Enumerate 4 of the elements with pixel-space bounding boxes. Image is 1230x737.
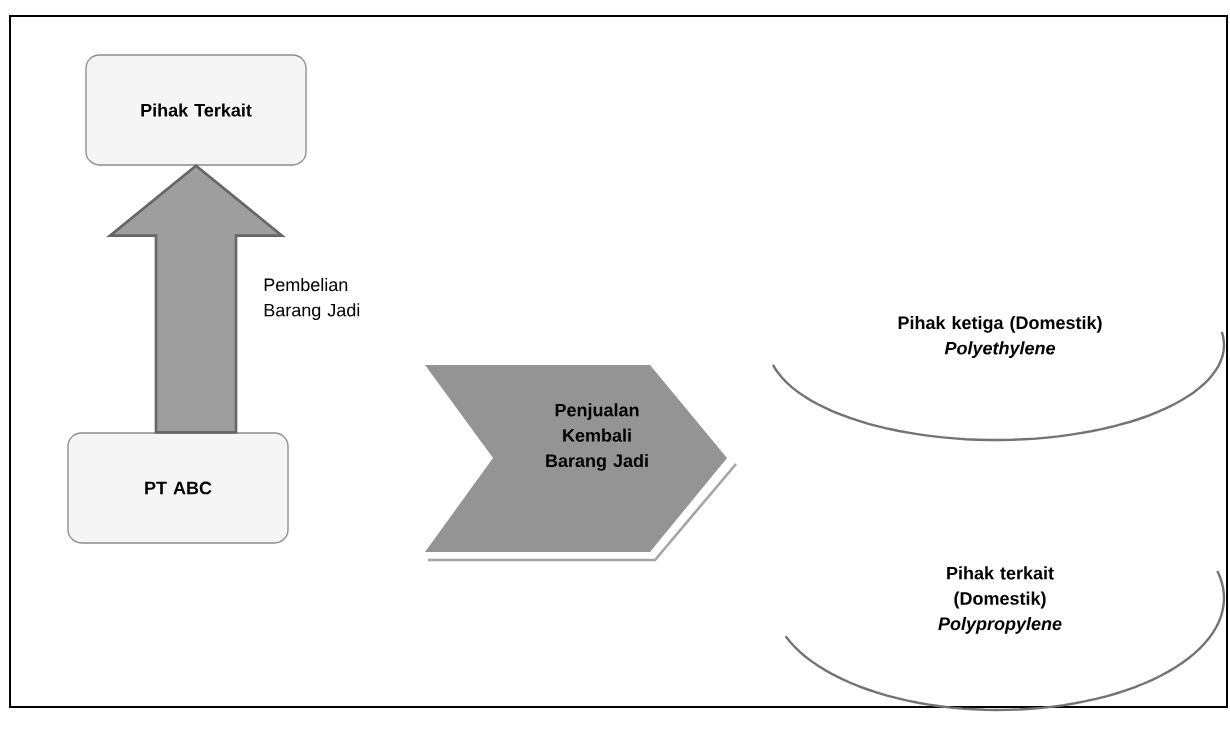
rounded-box: Pihak Terkait	[85, 54, 307, 166]
rounded-box: PT ABC	[67, 432, 289, 544]
edge-label: Pembelian Barang Jadi	[260, 275, 373, 323]
block-arrow	[106, 163, 286, 434]
